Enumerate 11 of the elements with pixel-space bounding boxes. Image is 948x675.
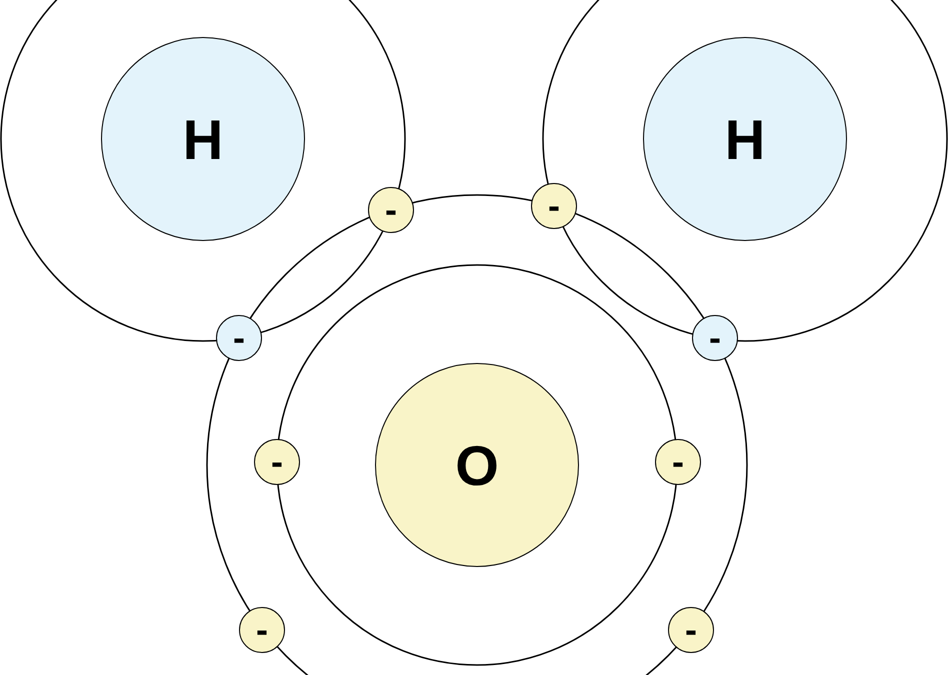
electron: - [668,607,714,653]
electron: - [531,183,577,229]
nucleus: O [375,363,579,567]
electron: - [692,315,738,361]
nucleus: H [101,37,305,241]
electron: - [254,439,300,485]
electron: - [216,315,262,361]
electron: - [655,439,701,485]
electron: - [368,187,414,233]
nucleus: H [643,37,847,241]
electron: - [239,607,285,653]
